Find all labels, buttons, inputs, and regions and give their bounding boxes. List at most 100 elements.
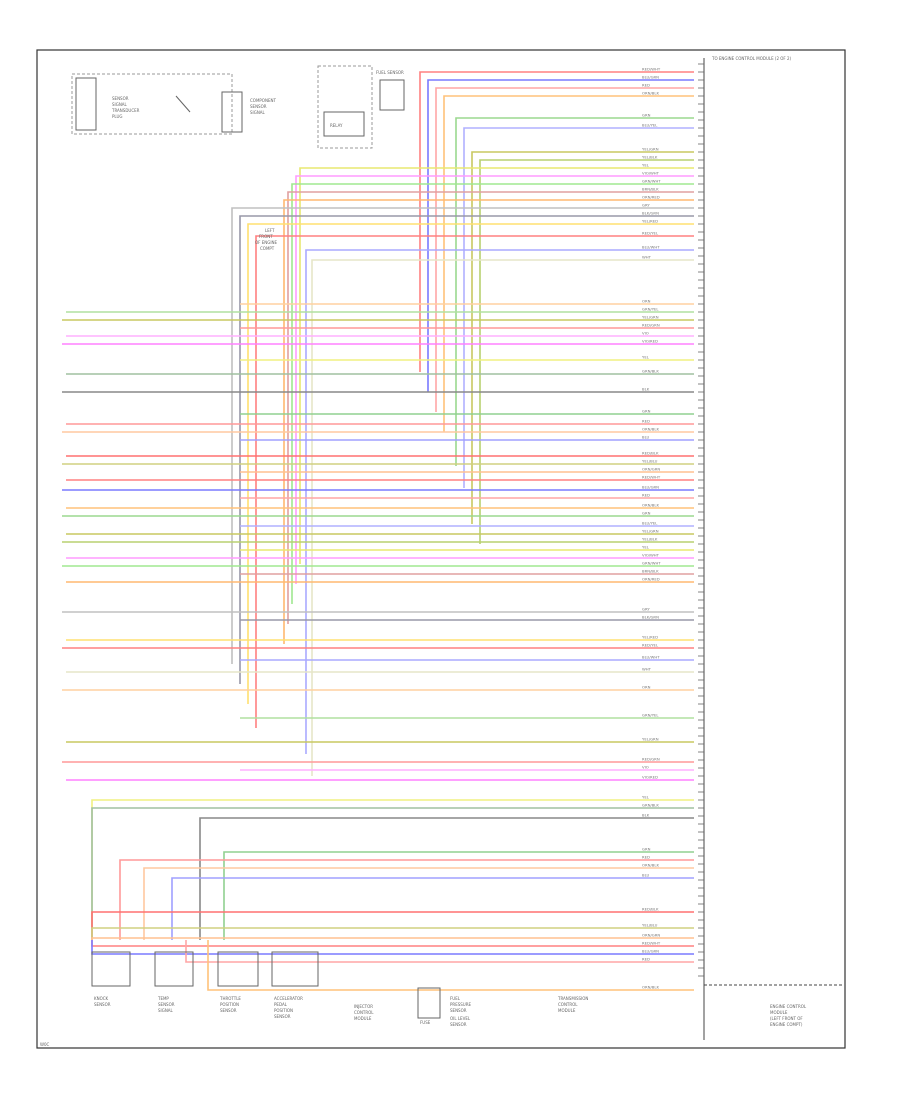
wire-run [91,927,694,940]
wire-color-code: GRN [642,511,651,516]
sensor-cap-3: TRANSDUCER [111,108,140,113]
wire-color-code: GRY [642,607,650,612]
top-left-component: SENSOR SIGNAL TRANSDUCER PLUG COMPONENT … [71,73,278,251]
wire-run [283,199,694,644]
knock-cap-1: KNOCK [94,996,109,1001]
wire-run [291,183,694,604]
wire-color-code: GRN/WHT [642,179,661,184]
ecm-caption-1: ENGINE CONTROL [770,1004,807,1009]
wire-color-code: ORN/BLK [642,985,659,990]
diagram-frame [36,49,846,1049]
wire-color-code: GRN/YEL [642,307,659,312]
wire-color-code: GRY [642,203,650,208]
wire-color-code: ORN/BLK [642,863,659,868]
throttle-sensor-body [217,951,259,987]
wire-color-code: ORN/GRN [642,467,660,472]
wire-color-code: BLK/GRN [642,211,659,216]
wire-run [91,911,694,940]
sensor-cap-2: SIGNAL [112,102,128,107]
trans-cap-1: TRANSMISSION [557,996,588,1001]
wire-color-code: RED/YEL [642,231,659,236]
wire-run [463,127,694,488]
wire-color-code: BRN/BLK [642,187,659,192]
wire-color-code: RED/WHT [642,67,661,72]
wire-color-code: ORN/BLK [642,503,659,508]
wire-color-code: BLU/YEL [642,123,658,128]
wire-run [199,817,694,940]
wire-color-code: YEL [642,163,650,168]
throttle-cap-3: SENSOR [220,1008,237,1013]
wire-run [143,867,694,940]
wire-color-code: GRN/BLK [642,369,659,374]
bottom-components: KNOCK SENSOR TEMP SENSOR SIGNAL THROTTLE… [91,951,588,1027]
injector-cap-2: CONTROL [354,1010,374,1015]
wire-color-code: BLU/GRN [642,75,659,80]
wire-color-code: GRN/YEL [642,713,659,718]
wire-color-code: ORN/RED [642,577,660,582]
wire-color-code: RED [642,419,650,424]
wire-color-code: YEL/BLK [642,537,658,542]
wire-color-code: BLU/GRN [642,485,659,490]
wire-color-code: GRN [642,409,651,414]
wire-run [471,151,694,524]
ecm-caption-2: MODULE [770,1010,788,1015]
throttle-cap-2: POSITION [220,1002,239,1007]
wire-color-code: WHT [642,255,652,260]
wire-color-code: RED/GRN [642,757,660,762]
temp-sensor-body [154,951,194,987]
sub-cap-3: SIGNAL [250,110,266,115]
wire-color-code: ORN [642,299,651,304]
wire-run [91,807,694,940]
wire-color-code: RED/WHT [642,475,661,480]
sensor-cap-1: SENSOR [112,96,129,101]
wire-color-code: BLK [642,813,650,818]
relay-box [317,65,373,149]
relay-cap: RELAY [330,123,343,128]
throttle-cap-1: THROTTLE [219,996,241,1001]
wire-color-code: RED [642,957,650,962]
wire-color-code: BLU/GRN [642,949,659,954]
ecm-caption-3: (LEFT FRONT OF [770,1016,803,1021]
pedal-cap-2: PEDAL [274,1002,288,1007]
injector-cap-3: MODULE [354,1016,372,1021]
wire-color-code: BLU [642,873,650,878]
sensor-cap-4: PLUG [112,114,122,119]
wire-run [239,215,694,684]
relay-body [323,111,365,137]
wire-color-code: GRN/WHT [642,561,661,566]
wire-run [479,159,694,544]
wire-color-code: ORN/BLK [642,427,659,432]
wire-color-code: YEL/GRN [642,315,659,320]
switch-arm [175,95,191,113]
wire-run [91,937,694,940]
knock-sensor-body [91,951,131,987]
wire-run [455,117,694,466]
knock-cap-2: SENSOR [94,1002,111,1007]
wire-color-code: WHT [642,667,652,672]
pedal-sensor-body [271,951,319,987]
wire-run [287,191,694,624]
sub-cap-2: SENSOR [250,104,267,109]
oil-level-cap-2: SENSOR [450,1022,467,1027]
wire-color-code: YEL/GRN [642,147,659,152]
wire-color-code: GRN [642,113,651,118]
pedal-cap-3: POSITION [274,1008,293,1013]
wire-run [295,175,694,584]
wire-color-code: YEL [642,355,650,360]
wire-run [427,79,694,392]
left-front-cap-1: LEFT [265,228,275,233]
fuse-body [417,987,441,1019]
wire-color-code: YEL/BLK [642,155,658,160]
pressure-cap-3: SENSOR [450,1008,467,1013]
pressure-cap-2: PRESSURE [450,1002,472,1007]
wire-color-code: VIO [642,765,649,770]
wire-color-code: RED/YEL [642,643,659,648]
wire-run [91,940,694,947]
wire-color-code: VIO [642,331,649,336]
wire-color-code: YEL/GRN [642,737,659,742]
ecm-header-text: TO ENGINE CONTROL MODULE (2 OF 2) [711,56,792,61]
wire-run [419,71,694,372]
wire-color-code: GRN [642,847,651,852]
wire-color-code: BLK [642,387,650,392]
